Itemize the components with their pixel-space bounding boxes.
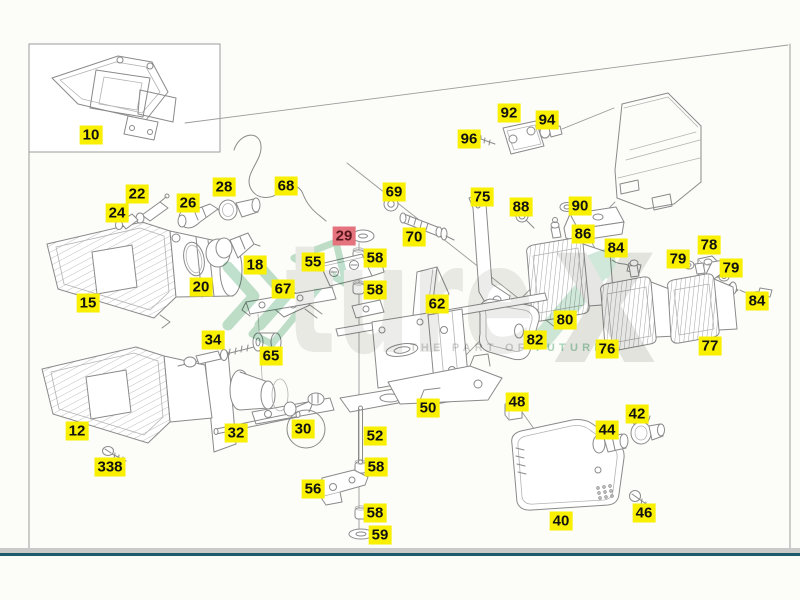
part-label-42: 42 — [625, 404, 649, 424]
part-label-58: 58 — [364, 457, 388, 477]
part-label-92: 92 — [497, 103, 521, 123]
part-label-77: 77 — [698, 336, 722, 356]
part-label-44: 44 — [595, 420, 619, 440]
part-label-52: 52 — [363, 426, 387, 446]
part-label-58: 58 — [363, 280, 387, 300]
part-label-40: 40 — [549, 511, 573, 531]
part-label-79: 79 — [666, 249, 690, 269]
washer-29-58-column-art — [351, 229, 375, 520]
part-label-90: 90 — [568, 196, 592, 216]
part-label-24: 24 — [105, 203, 129, 223]
bulbs-22-24-26-28-art — [115, 193, 261, 230]
part-label-94: 94 — [535, 110, 559, 130]
part-label-34: 34 — [201, 330, 225, 350]
part-label-22: 22 — [125, 184, 149, 204]
footer-bar — [0, 548, 800, 556]
part-label-32: 32 — [224, 423, 248, 443]
part-label-55: 55 — [301, 252, 325, 272]
part-label-12: 12 — [65, 421, 89, 441]
part-label-69: 69 — [382, 182, 406, 202]
washer-59-art — [348, 528, 374, 540]
part-label-75: 75 — [470, 187, 494, 207]
part-label-79: 79 — [719, 258, 743, 278]
part-label-50: 50 — [416, 398, 440, 418]
truck-cab-art — [614, 92, 702, 211]
o-ring-20-art — [183, 241, 205, 277]
part-label-28: 28 — [212, 177, 236, 197]
tagline-right: FUTURE — [535, 342, 606, 354]
part-label-84: 84 — [604, 238, 628, 258]
part-label-65: 65 — [259, 346, 283, 366]
part-label-58: 58 — [363, 503, 387, 523]
part-label-18: 18 — [243, 255, 267, 275]
part-label-80: 80 — [553, 310, 577, 330]
socket-18-art — [205, 232, 261, 268]
watermark-tagline: THE PART OF FUTURE — [410, 342, 606, 354]
part-label-59: 59 — [368, 525, 392, 545]
part-label-10: 10 — [79, 125, 103, 145]
part-label-76: 76 — [595, 339, 619, 359]
part-label-67: 67 — [271, 279, 295, 299]
part-label-20: 20 — [189, 277, 213, 297]
cap-30-art — [283, 392, 326, 449]
inset-box-part-10 — [28, 43, 221, 153]
bracket-56-art — [319, 469, 369, 506]
socket-42-art — [629, 415, 665, 445]
part-label-78: 78 — [697, 235, 721, 255]
tagline-left: THE PART OF — [410, 342, 529, 354]
part-label-84: 84 — [745, 291, 769, 311]
part-label-88: 88 — [509, 197, 533, 217]
part-label-62: 62 — [425, 294, 449, 314]
part-label-46: 46 — [632, 503, 656, 523]
part-label-56: 56 — [301, 479, 325, 499]
rods-32-34-art — [177, 344, 301, 435]
part-label-82: 82 — [523, 330, 547, 350]
part-label-26: 26 — [176, 193, 200, 213]
part-label-48: 48 — [505, 392, 529, 412]
part-label-86: 86 — [571, 224, 595, 244]
part-label-70: 70 — [402, 227, 426, 247]
part-label-68: 68 — [274, 176, 298, 196]
part-label-30: 30 — [291, 419, 315, 439]
part-label-29: 29 — [332, 226, 356, 246]
part-label-15: 15 — [76, 293, 100, 313]
wire-68-art — [233, 134, 327, 222]
rod-52-column-art — [358, 405, 363, 465]
part-label-96: 96 — [457, 129, 481, 149]
screw-69-70-art — [383, 196, 455, 241]
part-label-58: 58 — [363, 248, 387, 268]
part-label-338: 338 — [94, 457, 126, 477]
fog-lamp-77-art — [667, 259, 738, 344]
